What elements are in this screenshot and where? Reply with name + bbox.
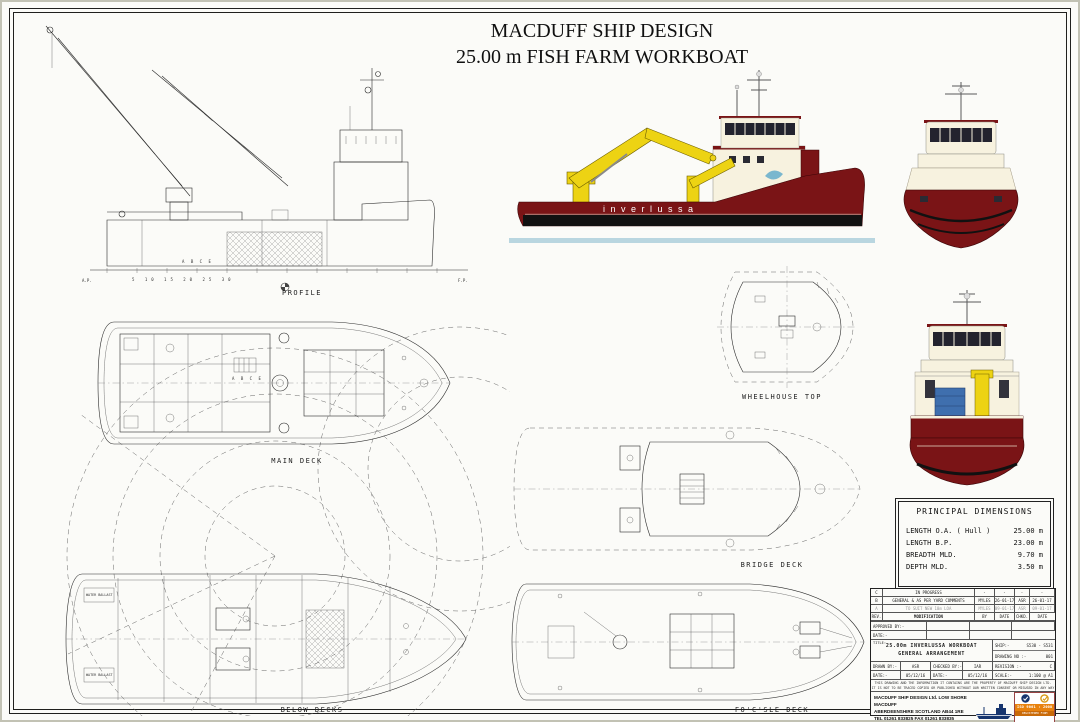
sea-waterline [509,238,875,243]
hull-name-text: i n v e r l u s s a [603,204,695,214]
title-block: C IN PROGRESS - - - - B GENERAL & AS PER… [870,588,1056,722]
render-crane-icon [566,127,717,205]
render-hull [517,167,865,227]
macduff-ship-logo [976,703,1013,719]
principal-dimensions-box: PRINCIPAL DIMENSIONS LENGTH O.A. ( Hull … [895,498,1054,590]
checked-by-value: IAR [963,662,993,671]
below-decks-view-drawing: WATER BALLAST WATER BALLAST [65,573,467,705]
focsle-deck-view-label: FO'C'SLE DECK [734,706,810,714]
drawing-no-field: DRAWING NO :-001 [995,653,1053,659]
profile-ap-label: A.P. [82,278,92,283]
profile-section-marks: A B C E [182,259,213,264]
stern-winch [934,387,966,417]
dimension-row-depth: DEPTH MLD. 3.50 m [906,563,1043,571]
render-stern-view [909,290,1025,486]
profile-frame-numbers: 5 10 15 20 25 30 [132,277,235,282]
iso-check-emblem-icon [1020,694,1030,703]
company-swoosh-logo [765,170,783,180]
rev-b: B [871,597,883,605]
ship-field: SHIP:-S530 - S531 [993,640,1055,651]
profile-mast-icon [349,68,384,130]
profile-wheelhouse [339,129,403,163]
below-decks-view-label: BELOW DECKS [280,706,344,714]
dimension-row-breadth: BREADTH MLD. 9.70 m [906,551,1043,559]
principal-dimensions-inner-border [898,501,1051,587]
profile-hull-outline [106,199,435,267]
profile-tank-hatch [226,231,323,267]
sheet-border-outer [9,8,1071,714]
render-mast-icon [736,70,771,118]
bridge-deck-deckhouse [641,441,801,537]
dimension-row-loa: LENGTH O.A. ( Hull ) 25.00 m [906,527,1043,535]
datum-symbol-icon [280,282,290,292]
revision-table: C IN PROGRESS - - - - B GENERAL & AS PER… [871,589,1055,621]
main-deck-view-drawing: A B C E [97,321,451,445]
bridge-deck-view-label: BRIDGE DECK [740,561,804,569]
title-section: TITLE:- 25.00m INVERLUSSA WORKBOAT GENER… [871,640,1055,662]
iso-q-emblem-icon [1040,694,1049,703]
revision-field: REVISION :-C [993,662,1055,671]
main-deck-section-marks: A B C E [232,376,263,381]
drawing-title-line2: 25.00 m FISH FARM WORKBOAT [455,46,749,68]
rev-a: A [871,605,883,613]
main-deck-view-label: MAIN DECK [271,457,323,465]
drawn-checked-section: DRAWN BY:- ASR CHECKED BY:- IAR REVISION… [871,662,1055,680]
bow-hull [903,189,1019,249]
profile-deckhouse [333,161,409,221]
date-drawn-value: 05/12/16 [901,671,931,680]
focsle-deck-view-drawing [511,583,865,701]
stern-hull [909,437,1025,486]
company-footer: MACDUFF SHIP DESIGN Ltd. LOW SHORE MACDU… [871,691,1055,722]
profile-fp-label: F.P. [458,278,468,283]
principal-dimensions-title: PRINCIPAL DIMENSIONS [916,507,1033,516]
copyright-disclaimer: THIS DRAWING AND THE INFORMATION IT CONT… [871,681,1055,692]
date-checked-value: 05/12/16 [963,671,993,680]
scale-field: SCALE:-1:100 @ A1 [993,671,1055,680]
wheelhouse-top-view-drawing [717,266,857,388]
drawing-title-line1: MACDUFF SHIP DESIGN [490,20,714,42]
below-decks-tank-label-aft: WATER BALLAST [86,673,113,677]
rev-c: C [871,589,883,597]
main-deck-hatch [303,349,385,417]
frame-ticks [106,268,438,273]
main-deck-crane-pedestal [271,374,289,392]
bridge-deck-view-drawing [513,427,861,551]
drawn-by-value: ASR [901,662,931,671]
wheelhouse-top-view-label: WHEELHOUSE TOP [741,393,822,401]
dimension-row-lbp: LENGTH B.P. 23.00 m [906,539,1043,547]
profile-view-label: PROFILE [281,289,322,297]
sheet-border-inner [13,12,1067,710]
render-boot-top [523,215,862,226]
drawing-title-block-value: 25.00m INVERLUSSA WORKBOAT GENERAL ARRAN… [885,643,978,657]
profile-crane-icon [45,25,289,221]
company-address: MACDUFF SHIP DESIGN Ltd. LOW SHORE MACDU… [874,694,967,722]
below-decks-tank-label-fwd: WATER BALLAST [86,593,113,597]
iso-9001-badge: ISO 9001 : 2008 REGISTERED FIRM [1014,691,1055,722]
drawing-title: MACDUFF SHIP DESIGN 25.00 m FISH FARM WO… [422,18,782,70]
render-side-profile: i n v e r l u s s a [509,70,875,243]
profile-view-drawing: 5 10 15 20 25 30 A B C E A.P. F.P. [45,25,468,292]
approved-by-section: APPROVED BY:- DATE:- [871,621,1055,640]
render-bow-view [903,82,1019,249]
render-window-band [725,123,795,135]
render-crane-small-icon [686,157,736,203]
crane-radius-arcs [66,326,510,716]
